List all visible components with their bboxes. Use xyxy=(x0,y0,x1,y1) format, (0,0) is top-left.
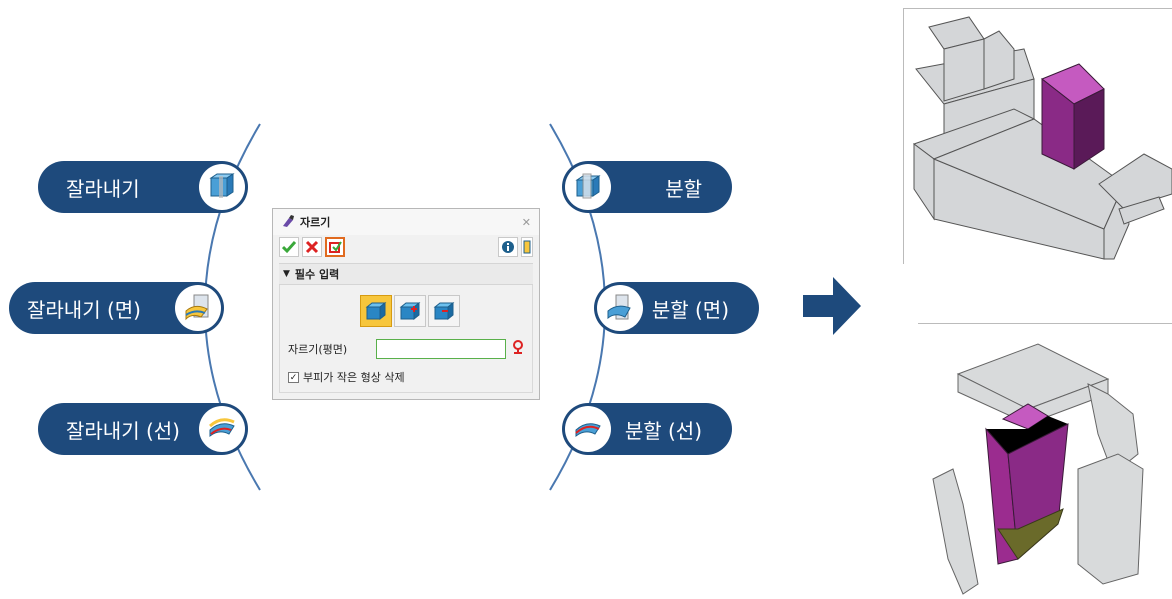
trim-result-image xyxy=(903,8,1172,264)
dialog-toolbar xyxy=(273,235,539,259)
plane-input[interactable] xyxy=(376,339,506,359)
menu-item-label: 잘라내기 (면) xyxy=(27,297,141,322)
remove-small-shapes-checkbox[interactable]: ✓ xyxy=(288,371,299,383)
mode-trim-solid-button[interactable] xyxy=(360,295,392,327)
checkbox-label: 부피가 작은 형상 삭제 xyxy=(303,371,405,384)
dialog-titlebar: 자르기 ✕ xyxy=(273,209,539,235)
ok-button[interactable] xyxy=(279,237,299,257)
help-button[interactable] xyxy=(521,237,533,257)
menu-item-label: 잘라내기 (선) xyxy=(66,418,180,443)
menu-item-split[interactable]: 분할 xyxy=(562,161,732,213)
menu-item-trim-curve[interactable]: 잘라내기 (선) xyxy=(38,403,248,455)
split-result-image xyxy=(918,323,1172,595)
plane-field-row: 자르기(평면) xyxy=(288,339,524,359)
trim-dialog: 자르기 ✕ ▼ 필수 입력 xyxy=(272,208,540,400)
mode-trim-add-button[interactable] xyxy=(394,295,426,327)
menu-item-trim[interactable]: 잘라내기 xyxy=(38,161,248,213)
x-icon xyxy=(305,240,319,254)
arrow-right-icon xyxy=(803,277,861,335)
box-icon xyxy=(365,301,387,321)
menu-item-label: 분할 (면) xyxy=(651,297,729,322)
required-input-section[interactable]: ▼ 필수 입력 xyxy=(279,263,533,285)
box-minus-icon xyxy=(433,301,455,321)
menu-item-split-face[interactable]: 분할 (면) xyxy=(594,282,759,334)
trim-solid-icon xyxy=(199,164,245,210)
mode-buttons xyxy=(360,295,460,327)
dialog-title: 자르기 xyxy=(300,216,331,229)
help-icon xyxy=(523,240,531,254)
menu-item-label: 잘라내기 xyxy=(66,176,140,201)
info-button[interactable] xyxy=(498,237,518,257)
dialog-body: 자르기(평면) ✓ 부피가 작은 형상 삭제 xyxy=(279,285,533,393)
check-icon xyxy=(282,241,296,254)
plane-field-label: 자르기(평면) xyxy=(288,343,348,356)
menu-item-trim-face[interactable]: 잘라내기 (면) xyxy=(9,282,224,334)
menu-item-label: 분할 xyxy=(665,176,702,201)
trim-curve-icon xyxy=(199,406,245,452)
split-curve-icon xyxy=(565,406,611,452)
collapse-triangle-icon: ▼ xyxy=(283,269,290,279)
trim-face-icon xyxy=(175,285,221,331)
cancel-button[interactable] xyxy=(302,237,322,257)
close-icon[interactable]: ✕ xyxy=(521,215,531,229)
trim-tool-icon xyxy=(281,214,295,231)
mode-trim-subtract-button[interactable] xyxy=(428,295,460,327)
info-icon xyxy=(502,241,514,253)
remove-small-shapes-row[interactable]: ✓ 부피가 작은 형상 삭제 xyxy=(288,369,405,385)
section-title: 필수 입력 xyxy=(294,268,340,281)
menu-item-label: 분할 (선) xyxy=(624,418,702,443)
pick-icon[interactable] xyxy=(512,340,524,358)
split-solid-icon xyxy=(565,164,611,210)
split-face-icon xyxy=(597,285,643,331)
apply-icon xyxy=(329,241,342,253)
apply-button[interactable] xyxy=(325,237,345,257)
box-plus-icon xyxy=(399,301,421,321)
menu-item-split-curve[interactable]: 분할 (선) xyxy=(562,403,732,455)
